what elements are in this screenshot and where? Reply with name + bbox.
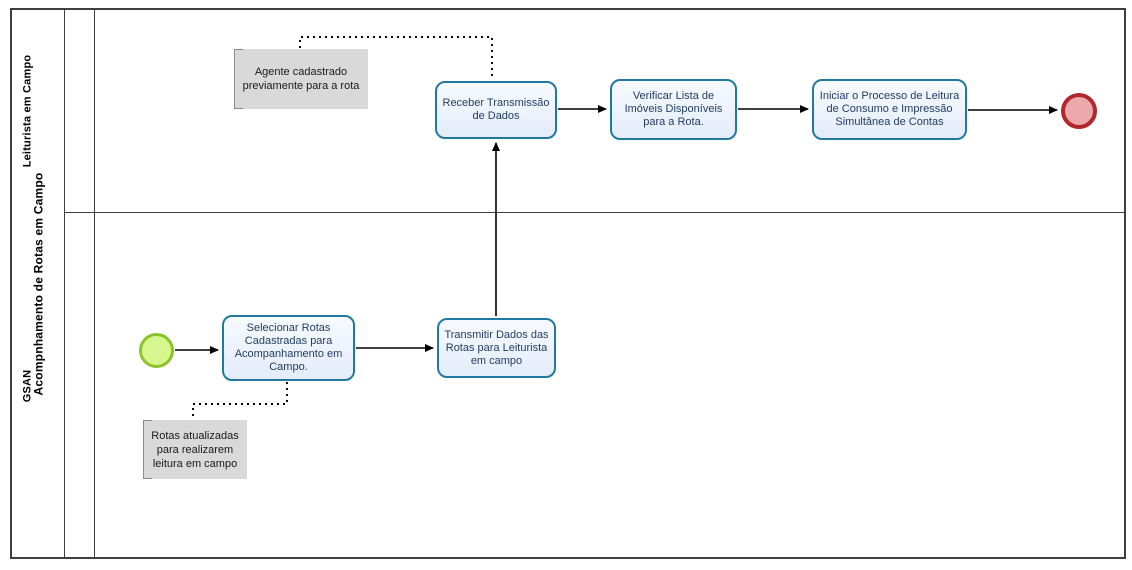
pool-title-column: Acompnhamento de Rotas em Campo [12, 10, 65, 557]
pool-acompanhamento: Acompnhamento de Rotas em Campo Leituris… [10, 8, 1126, 559]
annotation-agente-label: Agente cadastrado previamente para a rot… [242, 66, 360, 92]
start-event-icon [139, 333, 174, 368]
task-transmitir-dados: Transmitir Dados das Rotas para Leituris… [437, 318, 556, 378]
end-event-icon [1061, 93, 1097, 129]
lane-gsan: GSAN [12, 213, 42, 559]
task-receber-transmissao: Receber Transmissão de Dados [435, 81, 557, 139]
lane-divider [65, 212, 1124, 213]
task-iniciar-processo: Iniciar o Processo de Leitura de Consumo… [812, 79, 967, 140]
lane-label-column [65, 10, 95, 557]
task-verificar-label: Verificar Lista de Imóveis Disponíveis p… [624, 90, 723, 128]
task-selecionar-rotas: Selecionar Rotas Cadastradas para Acompa… [222, 315, 355, 381]
lane-label-leiturista: Leiturista em Campo [21, 54, 34, 168]
annotation-rotas-label: Rotas atualizadas para realizarem leitur… [151, 429, 239, 470]
task-transmitir-label: Transmitir Dados das Rotas para Leituris… [444, 328, 549, 367]
lane-leiturista-em-campo: Leiturista em Campo [12, 10, 42, 212]
annotation-rotas-atualizadas: Rotas atualizadas para realizarem leitur… [143, 420, 247, 479]
lane-label-gsan: GSAN [21, 369, 33, 403]
task-selecionar-label: Selecionar Rotas Cadastradas para Acompa… [234, 322, 343, 373]
task-receber-label: Receber Transmissão de Dados [442, 97, 550, 122]
annotation-agente-cadastrado: Agente cadastrado previamente para a rot… [234, 49, 368, 109]
task-iniciar-label: Iniciar o Processo de Leitura de Consumo… [819, 90, 960, 128]
task-verificar-lista: Verificar Lista de Imóveis Disponíveis p… [610, 79, 737, 140]
